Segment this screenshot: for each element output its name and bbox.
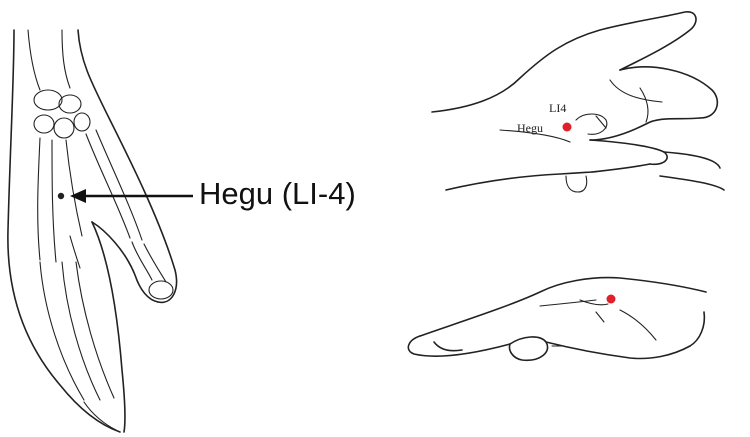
hegu-side-point-marker	[607, 295, 616, 304]
hand-skeleton-drawing	[8, 30, 193, 432]
arrow-head-icon	[70, 189, 86, 203]
bottom-right-hand-drawing	[408, 278, 706, 361]
li4-code-label: LI4	[549, 101, 566, 116]
top-right-hand-drawing	[432, 12, 724, 192]
hegu-point-marker	[58, 193, 64, 199]
li4-point-marker	[563, 123, 572, 132]
hegu-li4-label: Hegu (LI-4)	[199, 176, 356, 212]
hegu-name-label: Hegu	[517, 121, 543, 136]
